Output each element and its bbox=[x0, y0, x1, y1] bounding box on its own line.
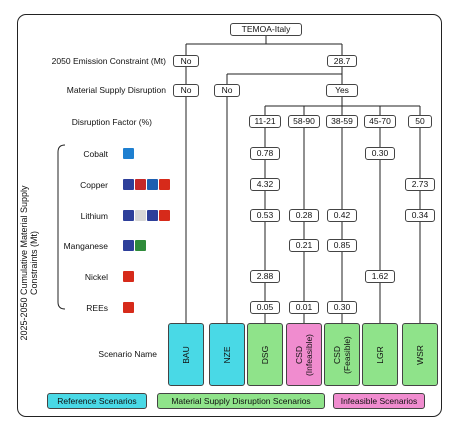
scenario-name-bau: BAU bbox=[181, 345, 191, 364]
flag-swatch-icon bbox=[135, 210, 146, 221]
flag-icon-lithium bbox=[123, 210, 171, 221]
material-label-cobalt: Cobalt bbox=[83, 149, 108, 159]
material-label-rees: REEs bbox=[86, 303, 108, 313]
scenario-sub-csd-feasible: (Feasible) bbox=[342, 335, 352, 374]
scenario-name-csd-infeasible: CSD bbox=[294, 345, 304, 364]
flag-swatch-icon bbox=[123, 179, 134, 190]
diagram-frame bbox=[17, 14, 442, 417]
value-csd-feasible-rees: 0.30 bbox=[327, 301, 357, 314]
flag-swatch-icon bbox=[123, 271, 134, 282]
cumulative-constraints-axis-label: 2025-2050 Cumulative Material Supply Con… bbox=[19, 185, 39, 340]
material-label-lithium: Lithium bbox=[80, 211, 108, 221]
flag-swatch-icon bbox=[147, 210, 158, 221]
scenario-sub-csd-infeasible: (Infeasible) bbox=[304, 333, 314, 376]
disruption-node-no-nze: No bbox=[214, 84, 240, 97]
material-label-nickel: Nickel bbox=[84, 272, 108, 282]
factor-node-csd-infeasible: 58-90 bbox=[288, 115, 320, 128]
material-label-manganese: Manganese bbox=[63, 241, 108, 251]
legend-reference-scenarios: Reference Scenarios bbox=[47, 393, 147, 409]
emission-node-no: No bbox=[173, 55, 199, 67]
value-csd-feasible-lithium: 0.42 bbox=[327, 209, 357, 222]
value-lgr-nickel: 1.62 bbox=[365, 270, 395, 283]
scenario-name-lgr: LGR bbox=[375, 345, 385, 364]
value-dsg-cobalt: 0.78 bbox=[250, 147, 280, 160]
flag-icon-rees bbox=[123, 302, 135, 313]
flag-swatch-icon bbox=[159, 210, 170, 221]
flag-swatch-icon bbox=[135, 240, 146, 251]
value-lgr-cobalt: 0.30 bbox=[365, 147, 395, 160]
value-csd-infeasible-lithium: 0.28 bbox=[289, 209, 319, 222]
flag-swatch-icon bbox=[147, 179, 158, 190]
factor-node-dsg: 11-21 bbox=[249, 115, 281, 128]
flag-icon-copper bbox=[123, 179, 171, 190]
value-dsg-nickel: 2.88 bbox=[250, 270, 280, 283]
scenario-box-csd-feasible: CSD (Feasible) bbox=[324, 323, 360, 386]
scenario-box-nze: NZE bbox=[209, 323, 245, 386]
flag-icon-manganese bbox=[123, 240, 147, 251]
flag-swatch-icon bbox=[123, 210, 134, 221]
value-dsg-lithium: 0.53 bbox=[250, 209, 280, 222]
disruption-node-no-bau: No bbox=[173, 84, 199, 97]
factor-node-csd-feasible: 38-59 bbox=[326, 115, 358, 128]
scenario-row-label: Scenario Name bbox=[98, 349, 157, 359]
value-csd-infeasible-rees: 0.01 bbox=[289, 301, 319, 314]
scenario-name-wsr: WSR bbox=[415, 344, 425, 365]
material-label-copper: Copper bbox=[80, 180, 108, 190]
scenario-box-dsg: DSG bbox=[247, 323, 283, 386]
scenario-box-csd-infeasible: CSD (Infeasible) bbox=[286, 323, 322, 386]
axis-label-line2: Constraints (Mt) bbox=[29, 231, 39, 296]
value-csd-feasible-manganese: 0.85 bbox=[327, 239, 357, 252]
root-node: TEMOA-Italy bbox=[230, 23, 302, 36]
scenario-box-lgr: LGR bbox=[362, 323, 398, 386]
emission-row-label: 2050 Emission Constraint (Mt) bbox=[51, 56, 166, 66]
flag-swatch-icon bbox=[135, 179, 146, 190]
scenario-box-wsr: WSR bbox=[402, 323, 438, 386]
scenario-name-dsg: DSG bbox=[260, 345, 270, 364]
flag-icon-cobalt bbox=[123, 148, 135, 159]
scenario-name-nze: NZE bbox=[222, 346, 232, 363]
scenario-box-bau: BAU bbox=[168, 323, 204, 386]
flag-swatch-icon bbox=[123, 240, 134, 251]
disruption-node-yes: Yes bbox=[326, 84, 358, 97]
flag-swatch-icon bbox=[159, 179, 170, 190]
value-csd-infeasible-manganese: 0.21 bbox=[289, 239, 319, 252]
factor-node-lgr: 45-70 bbox=[364, 115, 396, 128]
axis-label-line1: 2025-2050 Cumulative Material Supply bbox=[19, 185, 29, 341]
factor-node-wsr: 50 bbox=[408, 115, 432, 128]
legend-infeasible-scenarios: Infeasible Scenarios bbox=[333, 393, 425, 409]
disruption-row-label: Material Supply Disruption bbox=[66, 85, 166, 95]
value-wsr-lithium: 0.34 bbox=[405, 209, 435, 222]
factor-row-label: Disruption Factor (%) bbox=[71, 117, 152, 127]
flag-swatch-icon bbox=[123, 302, 134, 313]
value-dsg-copper: 4.32 bbox=[250, 178, 280, 191]
emission-node-28-7: 28.7 bbox=[327, 55, 357, 67]
value-wsr-copper: 2.73 bbox=[405, 178, 435, 191]
scenario-name-csd-feasible: CSD bbox=[332, 345, 342, 364]
flag-swatch-icon bbox=[123, 148, 134, 159]
flag-icon-nickel bbox=[123, 271, 135, 282]
value-dsg-rees: 0.05 bbox=[250, 301, 280, 314]
legend-material-supply-disruption-scenarios: Material Supply Disruption Scenarios bbox=[157, 393, 325, 409]
